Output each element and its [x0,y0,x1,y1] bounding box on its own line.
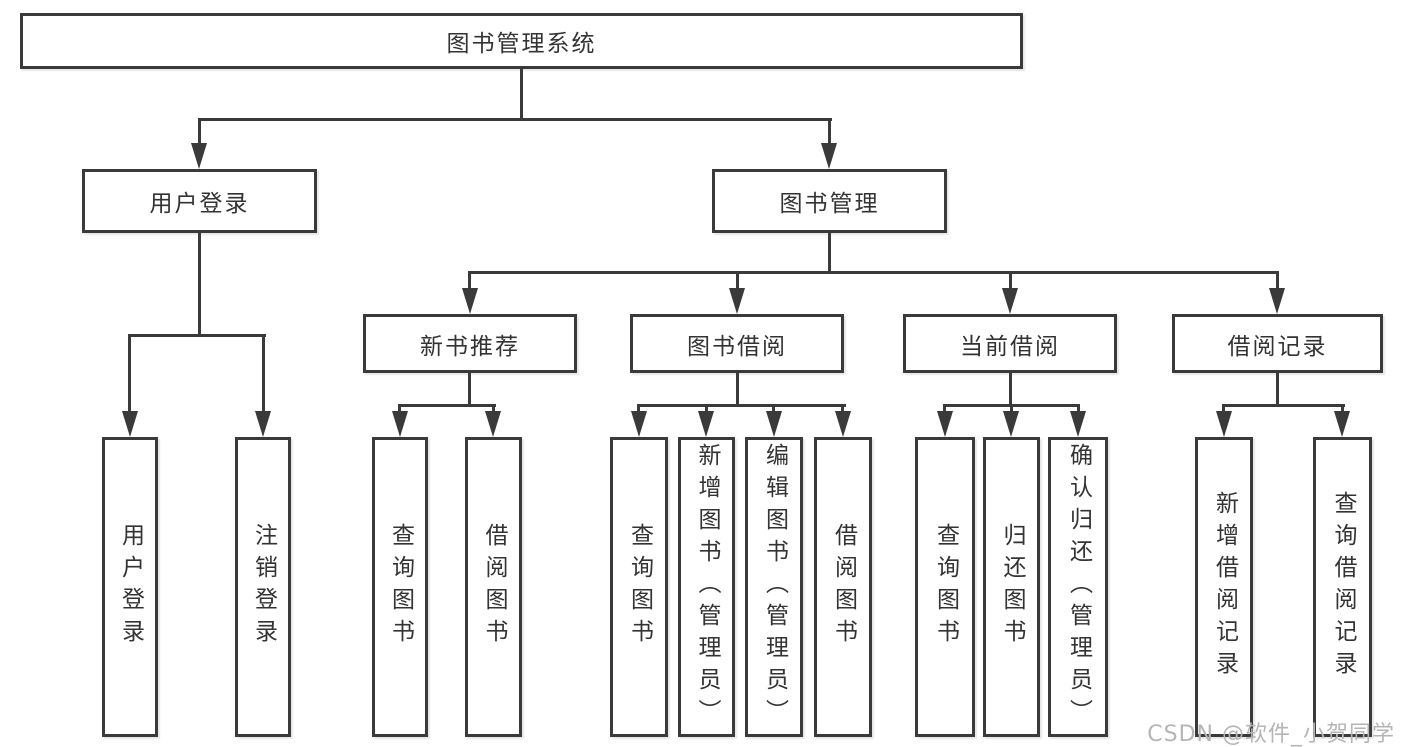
arrowhead-down [729,288,745,314]
leaf-borrow-books-recommend: 借阅图书 [465,437,522,737]
leaf-user-login-label: 用户登录 [117,523,144,651]
connector-drop [1009,271,1012,290]
arrowhead-down [1269,288,1285,314]
arrowhead-down [631,411,647,437]
node-book-borrow: 图书借阅 [630,314,844,373]
connector-drop [772,404,775,413]
leaf-edit-books-admin: 编辑图书（管理员） [745,437,803,737]
leaf-borrow-books-recommend-label: 借阅图书 [481,523,507,651]
leaf-query-books-borrow: 查询图书 [610,437,668,737]
arrowhead-down [766,411,782,437]
connector-drop [492,404,495,413]
arrowhead-down [122,411,138,437]
arrowhead-down [821,143,837,169]
leaf-query-books-current-label: 查询图书 [932,523,959,651]
connector-drop [637,404,640,413]
node-book-management: 图书管理 [712,169,947,233]
connector-drop [1077,404,1080,413]
connector-drop [1222,404,1225,413]
leaf-logout: 注销登录 [235,437,291,737]
connector-rail [637,404,846,407]
connector-stub [198,233,201,336]
connector-stub [736,373,739,406]
node-current-borrow-label: 当前借阅 [960,333,1060,360]
connector-stub [1009,373,1012,406]
leaf-return-books: 归还图书 [983,437,1040,737]
leaf-add-borrow-record-label: 新增借阅记录 [1211,491,1238,683]
arrowhead-down [1002,288,1018,314]
node-root-label: 图书管理系统 [446,31,597,57]
node-user-login: 用户登录 [82,169,317,233]
connector-drop [705,404,708,413]
connector-stub [520,69,523,120]
connector-drop [1341,404,1344,413]
connector-rail [1222,404,1345,407]
leaf-borrow-books: 借阅图书 [814,437,872,737]
connector-drop [841,404,844,413]
node-new-book-recommend: 新书推荐 [363,314,577,373]
arrowhead-down [255,411,271,437]
leaf-confirm-return-admin-label: 确认归还（管理员） [1065,443,1092,731]
connector-stub [828,233,831,274]
arrowhead-down [191,143,207,169]
leaf-logout-label: 注销登录 [250,523,277,651]
arrowhead-down [485,411,501,437]
arrowhead-down [698,411,714,437]
node-current-borrow: 当前借阅 [903,314,1117,373]
node-new-book-recommend-label: 新书推荐 [420,333,520,360]
leaf-return-books-label: 归还图书 [999,523,1025,651]
connector-rail [398,404,496,407]
node-root: 图书管理系统 [20,13,1023,69]
connector-drop [1276,271,1279,290]
arrowhead-down [1070,411,1086,437]
connector-rail [128,334,266,337]
node-book-management-label: 图书管理 [779,191,880,217]
leaf-confirm-return-admin: 确认归还（管理员） [1048,437,1108,737]
arrowhead-down [462,288,478,314]
connector-drop [128,334,131,413]
connector-drop [468,271,471,290]
connector-drop [1010,404,1013,413]
connector-drop [198,118,201,146]
leaf-add-borrow-record: 新增借阅记录 [1195,437,1253,737]
connector-rail [468,271,1279,274]
connector-stub [468,373,471,406]
arrowhead-down [1334,411,1350,437]
leaf-query-books-borrow-label: 查询图书 [626,523,653,651]
leaf-query-borrow-record-label: 查询借阅记录 [1330,491,1356,683]
arrowhead-down [392,411,408,437]
leaf-query-books-current: 查询图书 [915,437,975,737]
arrowhead-down [937,411,953,437]
connector-drop [736,271,739,290]
arrowhead-down [1216,411,1232,437]
connector-drop [828,118,831,146]
connector-drop [262,334,265,413]
node-borrow-records-label: 借阅记录 [1227,333,1328,360]
leaf-query-books-recommend-label: 查询图书 [387,523,414,651]
connector-drop [398,404,401,413]
node-borrow-records: 借阅记录 [1172,314,1383,373]
leaf-query-borrow-record: 查询借阅记录 [1313,437,1372,737]
connector-drop [943,404,946,413]
watermark: CSDN @软件_小贺同学 [1147,722,1395,747]
node-book-borrow-label: 图书借阅 [687,333,787,360]
leaf-edit-books-admin-label: 编辑图书（管理员） [761,443,788,731]
leaf-borrow-books-label: 借阅图书 [830,523,857,651]
node-user-login-label: 用户登录 [149,191,250,217]
arrowhead-down [835,411,851,437]
connector-rail [198,118,832,121]
leaf-add-books-admin: 新增图书（管理员） [678,437,735,737]
leaf-add-books-admin-label: 新增图书（管理员） [694,443,720,731]
leaf-query-books-recommend: 查询图书 [372,437,428,737]
leaf-user-login: 用户登录 [102,437,158,737]
arrowhead-down [1003,411,1019,437]
connector-stub [1276,373,1279,406]
